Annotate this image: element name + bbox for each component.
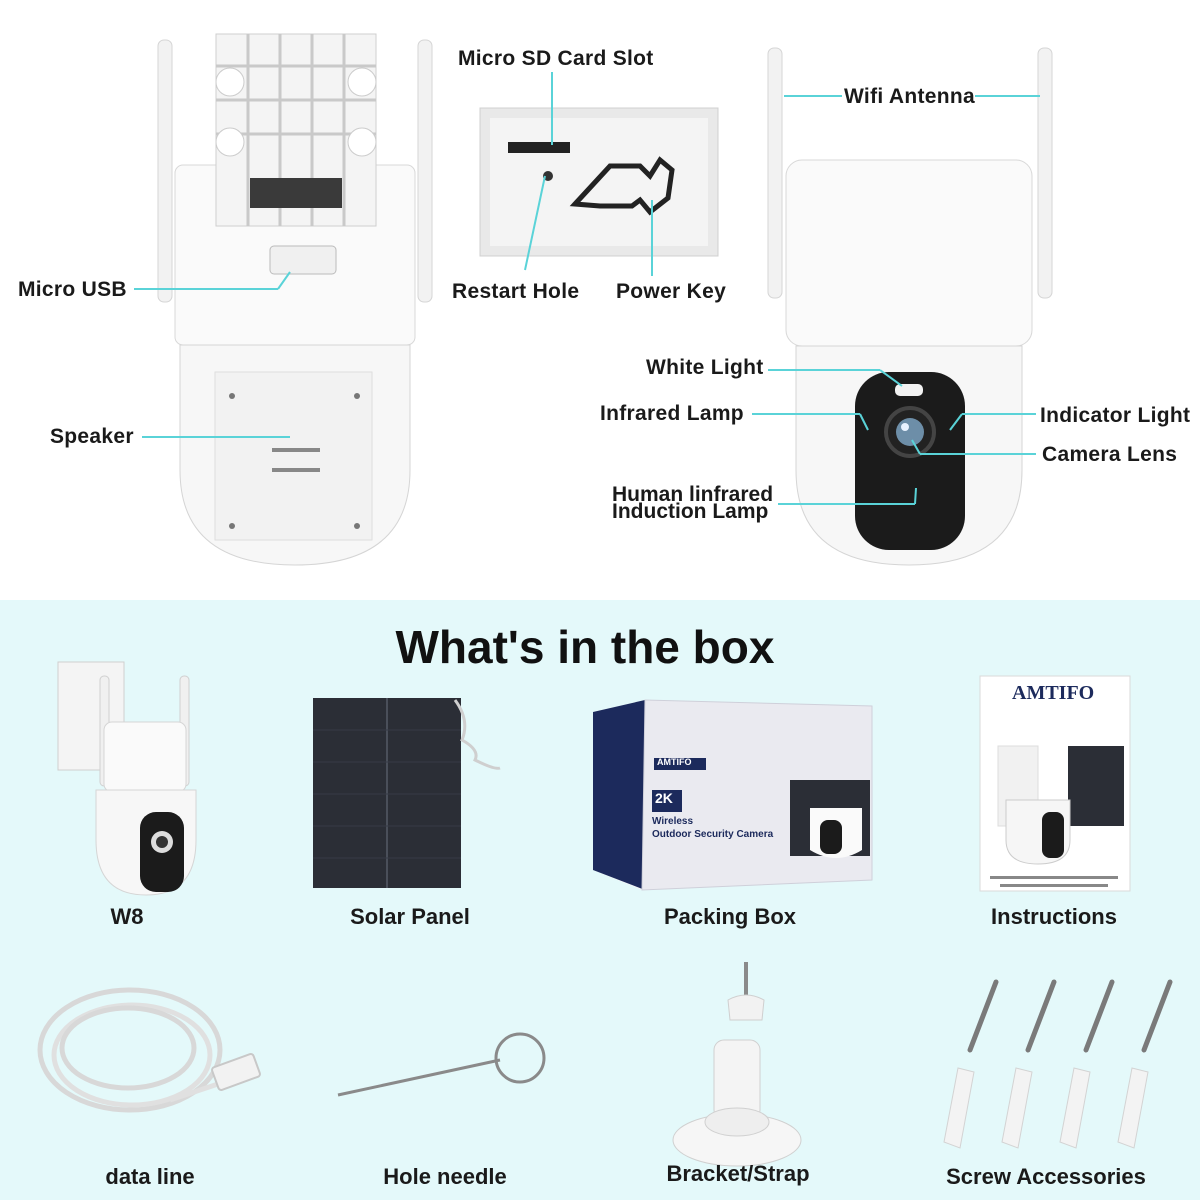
booklet-brand: AMTIFO bbox=[1012, 682, 1095, 704]
callout-lines bbox=[134, 72, 1040, 505]
label-micro-usb: Micro USB bbox=[18, 278, 127, 301]
label-power-key: Power Key bbox=[616, 280, 727, 303]
packing-box-brand: AMTIFO bbox=[657, 757, 692, 767]
box-title: What's in the box bbox=[395, 621, 775, 673]
packing-box-badge: 2K bbox=[655, 790, 673, 806]
item-label-data-line: data line bbox=[105, 1164, 195, 1189]
label-human-induction-2: Induction Lamp bbox=[612, 500, 769, 523]
item-label-hole-needle: Hole needle bbox=[383, 1164, 507, 1189]
item-label-instructions: Instructions bbox=[991, 904, 1117, 929]
item-label-solar-panel: Solar Panel bbox=[350, 904, 470, 929]
packing-box-text-2: Outdoor Security Camera bbox=[652, 829, 774, 840]
label-wifi-antenna: Wifi Antenna bbox=[844, 85, 975, 108]
packing-box-image bbox=[593, 699, 873, 891]
solar-panel-image bbox=[313, 698, 501, 888]
camera-front-view bbox=[767, 47, 1053, 566]
label-white-light: White Light bbox=[646, 356, 764, 379]
bracket-image bbox=[672, 962, 802, 1167]
item-label-screw-accessories: Screw Accessories bbox=[946, 1164, 1146, 1189]
label-restart-hole: Restart Hole bbox=[452, 280, 580, 303]
camera-rear-view bbox=[157, 33, 433, 566]
item-label-bracket-strap: Bracket/Strap bbox=[666, 1161, 810, 1186]
hole-needle-image bbox=[337, 1032, 546, 1097]
screw-accessories-image bbox=[943, 979, 1173, 1149]
port-closeup bbox=[479, 107, 719, 257]
label-human-induction-1: Human linfrared bbox=[612, 483, 774, 506]
label-camera-lens: Camera Lens bbox=[1042, 443, 1178, 466]
packing-box-text-1: Wireless bbox=[652, 816, 694, 827]
label-micro-sd: Micro SD Card Slot bbox=[458, 47, 654, 70]
item-label-w8: W8 bbox=[110, 904, 144, 929]
w8-camera-image bbox=[57, 661, 197, 896]
instructions-image bbox=[979, 675, 1131, 892]
label-indicator-light: Indicator Light bbox=[1040, 404, 1191, 427]
item-label-packing-box: Packing Box bbox=[663, 904, 797, 929]
data-line-image bbox=[37, 987, 261, 1113]
label-speaker: Speaker bbox=[50, 425, 134, 448]
label-infrared-lamp: Infrared Lamp bbox=[600, 402, 744, 425]
